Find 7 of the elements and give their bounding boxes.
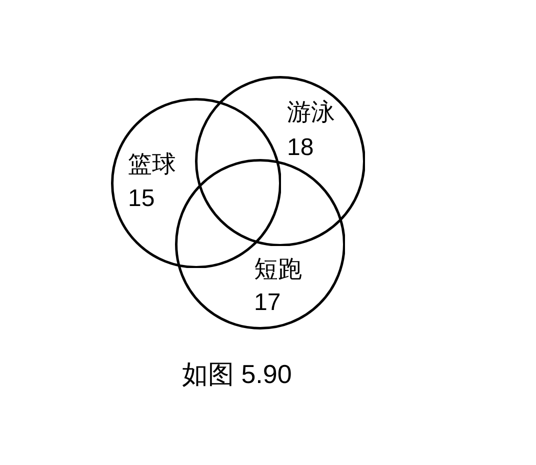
caption: 如图 5.90: [182, 361, 292, 387]
set-label: 篮球: [128, 153, 176, 177]
count-label: 18: [287, 136, 314, 160]
count-label: 17: [254, 290, 281, 314]
set-label: 游泳: [287, 101, 335, 125]
count-label: 15: [128, 187, 155, 211]
set-label: 短跑: [254, 258, 302, 282]
